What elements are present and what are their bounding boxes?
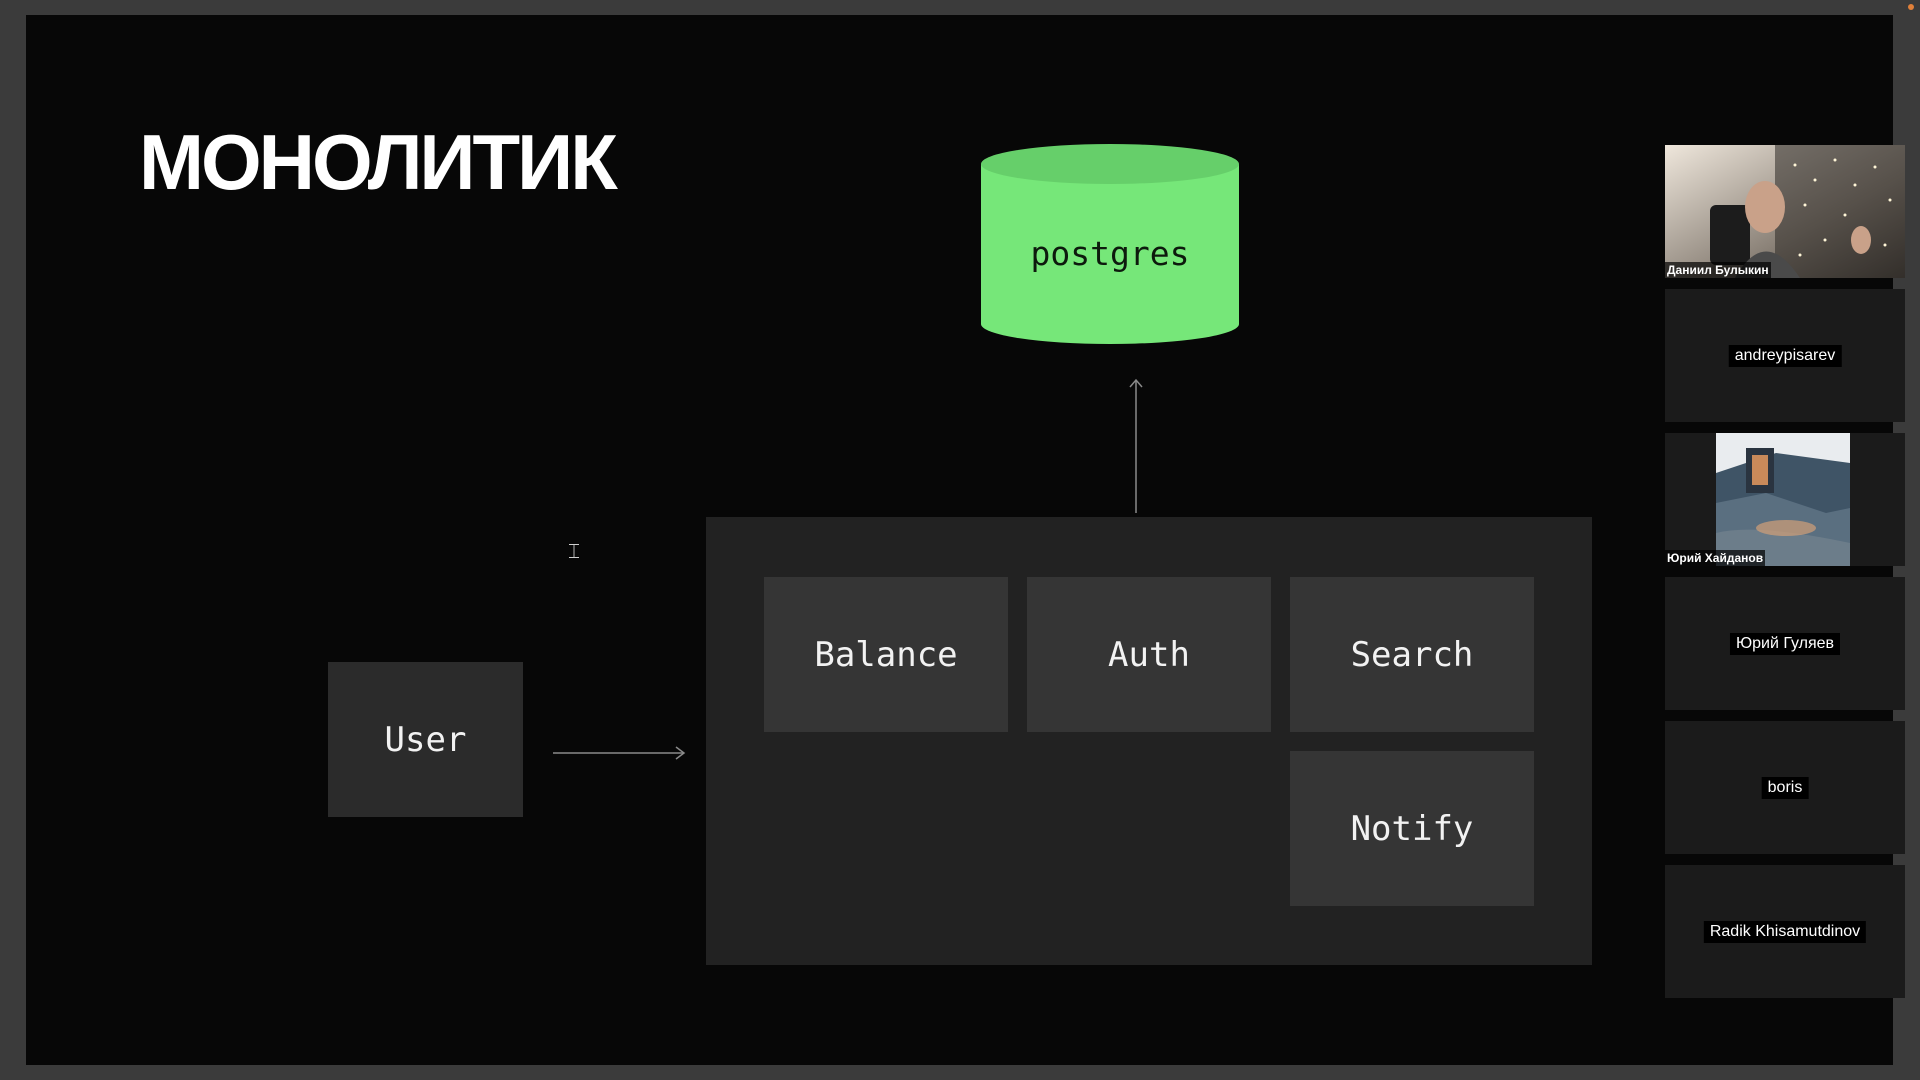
monolith-container: Balance Auth Search Notify (706, 517, 1592, 965)
participant-video (1716, 433, 1850, 566)
participant-tile-5[interactable]: boris (1665, 721, 1905, 854)
text-cursor-icon: ⌶ (568, 539, 580, 563)
database-cylinder: postgres (981, 144, 1239, 344)
participant-name: andreypisarev (1728, 344, 1842, 367)
participant-name: Даниил Булыкин (1665, 262, 1771, 278)
participant-tile-2[interactable]: andreypisarev (1665, 289, 1905, 422)
participant-name: boris (1761, 776, 1809, 799)
presentation-slide: МОНОЛИТИК postgres User Balance (26, 15, 1893, 1065)
participant-name: Юрий Гуляев (1729, 632, 1841, 655)
user-label: User (384, 719, 467, 760)
database-shape (981, 144, 1239, 344)
arrow-user-to-monolith (553, 746, 686, 760)
participant-tile-3[interactable]: Юрий Хайданов (1665, 433, 1905, 566)
service-auth-label: Auth (1108, 634, 1190, 675)
database-label: postgres (1030, 234, 1190, 273)
video-frame (1716, 433, 1850, 566)
status-dot-icon (1908, 4, 1914, 10)
participant-tile-1[interactable]: Даниил Булыкин (1665, 145, 1905, 278)
service-search-label: Search (1350, 634, 1474, 675)
user-box: User (328, 662, 523, 817)
service-balance-label: Balance (814, 634, 958, 675)
service-search: Search (1290, 577, 1534, 732)
service-auth: Auth (1027, 577, 1271, 732)
service-notify: Notify (1290, 751, 1534, 906)
participant-video (1665, 145, 1905, 278)
slide-title: МОНОЛИТИК (139, 118, 618, 206)
participant-name: Юрий Хайданов (1665, 550, 1766, 566)
participant-name: Radik Khisamutdinov (1703, 920, 1867, 943)
service-balance: Balance (764, 577, 1008, 732)
service-notify-label: Notify (1350, 808, 1474, 849)
participant-tile-6[interactable]: Radik Khisamutdinov (1665, 865, 1905, 998)
arrow-up-to-database (1129, 378, 1143, 513)
participant-tile-4[interactable]: Юрий Гуляев (1665, 577, 1905, 710)
video-frame (1665, 145, 1905, 278)
